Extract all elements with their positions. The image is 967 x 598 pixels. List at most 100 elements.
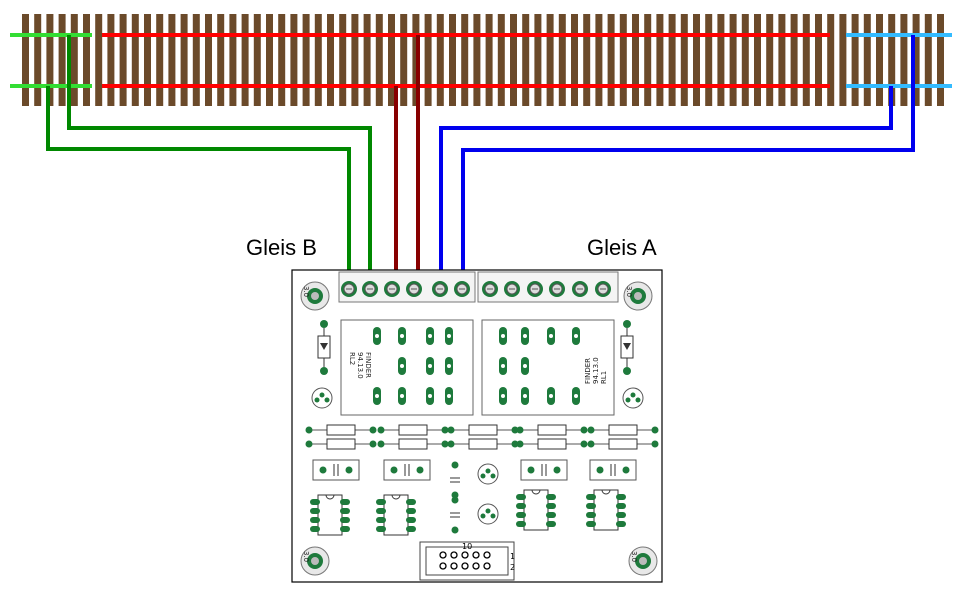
track-tie (937, 14, 944, 106)
rails (10, 33, 952, 88)
mounting-hole (639, 557, 647, 565)
track-tie (58, 14, 66, 106)
ic-pin (546, 512, 556, 518)
track-tie (583, 14, 591, 106)
mounting-hole-label: 3.0 (625, 286, 633, 297)
track-tie (619, 14, 627, 106)
ic-pin (546, 521, 556, 527)
track-tie (22, 14, 29, 106)
svg-text:RL1: RL1 (600, 371, 608, 384)
component-pad (553, 466, 561, 474)
resistor-body (608, 438, 638, 450)
transistor-pin (480, 473, 486, 479)
connector-pin (483, 562, 491, 570)
wire-green-outer (46, 86, 351, 288)
resistor-body (326, 438, 356, 450)
wire-blue-inner (439, 86, 893, 288)
track-tie (351, 14, 359, 106)
component-pad (527, 466, 535, 474)
track-tie (156, 14, 164, 106)
track-tie (229, 14, 237, 106)
ic-pin (586, 521, 596, 527)
track-tie (180, 14, 188, 106)
ic-body (593, 489, 619, 531)
transistor (311, 387, 333, 409)
mounting-hole (311, 292, 319, 300)
ic-pin (310, 517, 320, 523)
track-tie (485, 14, 493, 106)
track-tie (412, 14, 420, 106)
track-tie (510, 14, 517, 106)
resistor-body (468, 424, 498, 436)
track-tie (436, 14, 444, 106)
ic-pin (516, 512, 526, 518)
track-tie (766, 14, 774, 106)
mounting-hole-label: 3.0 (302, 551, 310, 562)
capacitor-outline (312, 459, 360, 481)
track-tie (424, 14, 432, 106)
relay-pin-hole (523, 394, 527, 398)
track-tie (363, 14, 371, 106)
resistor-body (537, 424, 567, 436)
ic-pin (310, 526, 320, 532)
track-tie (290, 14, 298, 106)
relay-pin-hole (400, 394, 404, 398)
track-tie (705, 14, 713, 106)
track-tie (253, 14, 261, 106)
relay-pin-hole (549, 394, 553, 398)
transistor-pin (485, 508, 491, 514)
ic-pin (546, 494, 556, 500)
track-tie (168, 14, 176, 106)
ic-pin (516, 503, 526, 509)
ic-pin (376, 508, 386, 514)
relay-pin-hole (549, 334, 553, 338)
track-tie (595, 14, 603, 106)
track-ties (22, 14, 944, 106)
component-pad (305, 426, 313, 434)
track-tie (863, 14, 871, 106)
relay-pin-hole (501, 334, 505, 338)
ic-pin (340, 499, 350, 505)
ic-pin (376, 517, 386, 523)
resistor-body (537, 438, 567, 450)
capacitor-outline (383, 459, 431, 481)
ic-pin (310, 508, 320, 514)
relay-pin-hole (400, 334, 404, 338)
terminal-block-left (338, 271, 476, 303)
ribbon-connector: 10 1 2 (419, 541, 515, 581)
track-tie (266, 14, 273, 106)
track-tie (375, 14, 383, 106)
relay-pin-hole (428, 364, 432, 368)
relay-pin-hole (400, 364, 404, 368)
track-tie (400, 14, 408, 106)
ic-pin (616, 512, 626, 518)
relay-rl1-text: FINDER 94.13.0 RL1 (584, 357, 608, 384)
track-tie (754, 14, 761, 106)
track-tie (144, 14, 151, 106)
component-pad (511, 440, 519, 448)
track-tie (607, 14, 615, 106)
component-pad (441, 426, 449, 434)
screw-terminals (341, 281, 611, 297)
track-tie (546, 14, 554, 106)
ic-pin (616, 521, 626, 527)
component-pad (580, 440, 588, 448)
connector-pin (439, 551, 447, 559)
component-pad (345, 466, 353, 474)
ic-notch (531, 489, 541, 495)
track-tie (497, 14, 505, 106)
track-tie (680, 14, 688, 106)
ic-pin (340, 526, 350, 532)
track-tie (119, 14, 127, 106)
component-pad (451, 526, 459, 534)
component-pad (369, 440, 377, 448)
ic-pin (586, 503, 596, 509)
ic-pin (516, 521, 526, 527)
connector-pin (472, 551, 480, 559)
capacitor-outline (589, 459, 637, 481)
track-tie (327, 14, 334, 106)
passive-components (305, 424, 659, 534)
track-tie (790, 14, 798, 106)
relay-pin-hole (447, 334, 451, 338)
connector-pin (439, 562, 447, 570)
